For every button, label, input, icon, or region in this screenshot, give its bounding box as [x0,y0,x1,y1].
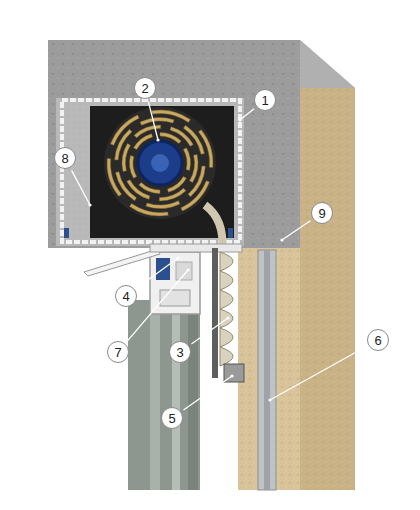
slat-segment [140,118,174,126]
slat-spiral [107,110,213,216]
revision-flap [84,249,160,276]
guide-rail [258,250,276,490]
slat-segment [122,143,130,171]
leader-line [127,270,188,341]
leader-dot [226,316,229,319]
slat [220,290,233,309]
window-profile [150,252,200,314]
callout-number: 7 [107,341,129,363]
slat-segment [159,188,186,201]
callout-number: 4 [115,285,137,307]
leader-line [137,258,178,288]
slat-segment [152,110,191,122]
leader-dot [156,138,159,141]
leader-line [72,170,90,205]
callout-number: 5 [161,407,183,429]
slat [220,328,233,347]
callout-number: 2 [134,77,156,99]
leader-dot [186,268,189,271]
shutter-roll [104,107,216,219]
leader-dot [238,118,241,121]
pvc-frame [62,100,240,242]
callout-number: 1 [254,89,276,111]
wall-side [300,40,355,490]
slat-segment [146,201,180,209]
slat-segment [107,158,122,196]
slat-segment [190,154,198,182]
leader-line [240,109,254,120]
slat [220,347,233,366]
callout-number: 6 [367,329,389,351]
axle [138,141,182,185]
callout-number: 3 [169,341,191,363]
slat-segment [198,130,213,168]
leader-dot [280,238,283,241]
leader-dot [176,256,179,259]
leader-dot [230,374,233,377]
box-bottom [150,244,242,252]
slat-segment [111,115,140,145]
leader-line [191,318,228,344]
leader-line [183,376,232,410]
slat-segment [129,156,136,179]
slat [220,252,233,271]
leader-line [270,347,366,400]
callout-number: 8 [54,147,76,169]
shutter-slats [220,252,233,366]
callout-number: 9 [311,202,333,224]
leader-dot [268,398,271,401]
slat-segment [130,204,169,216]
leader-line [282,221,310,240]
slat-segment [183,148,190,171]
box-concrete [48,40,300,248]
leader-dot [88,203,91,206]
slat [220,309,233,328]
leader-line [148,102,158,140]
slat [220,271,233,290]
